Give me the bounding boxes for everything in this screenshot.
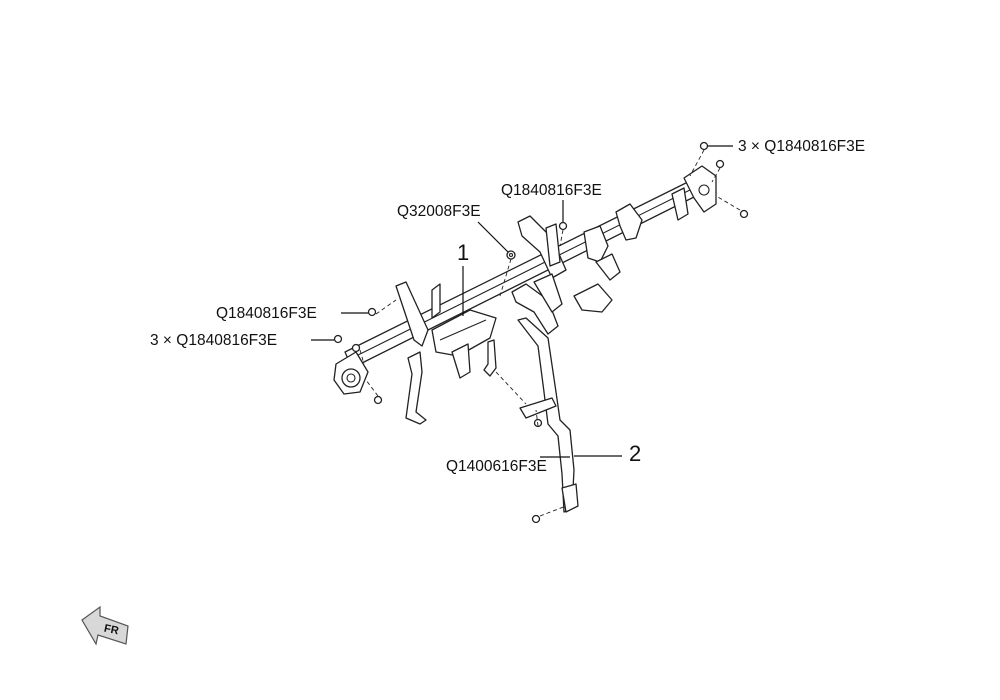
assembly-paths (359, 149, 741, 517)
bolt-icon (333, 334, 343, 344)
top-right-bolts-callout: 3 × Q1840816F3E (738, 138, 866, 155)
bolt-icon (367, 307, 377, 317)
fasteners (333, 141, 749, 524)
front-direction-arrow-icon (81, 605, 129, 646)
top-center-bolt-callout: Q1840816F3E (501, 182, 602, 199)
floor-support-bar (517, 317, 579, 513)
part-2-label: 2 (629, 441, 642, 466)
bolt-icon (531, 514, 541, 524)
cross-car-beam (333, 165, 717, 425)
left-bolt-callout: Q1840816F3E (216, 305, 317, 322)
bolt-icon (373, 395, 383, 405)
bolt-icon (351, 343, 361, 353)
bolt-icon (715, 159, 725, 169)
bolt-icon (699, 141, 709, 151)
bolt-icon (739, 209, 749, 219)
part-1-label: 1 (457, 240, 470, 265)
nut-callout: Q32008F3E (397, 203, 481, 220)
left-bolts-callout: 3 × Q1840816F3E (150, 332, 278, 349)
leader-lines (311, 145, 733, 458)
nut-icon (506, 250, 516, 260)
lower-bolt-callout: Q1400616F3E (446, 458, 547, 475)
bolt-icon (558, 221, 568, 231)
